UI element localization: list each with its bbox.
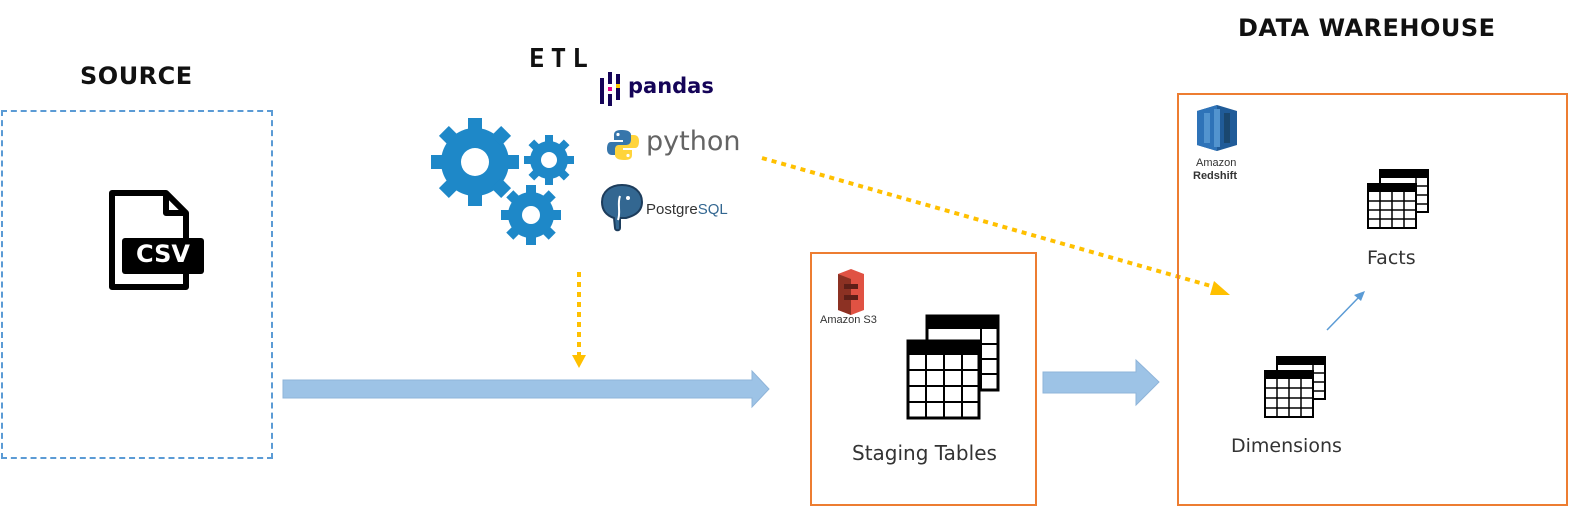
pandas-logo-icon — [600, 72, 620, 106]
warehouse-box — [1177, 93, 1568, 506]
facts-label: Facts — [1367, 247, 1416, 269]
staging-to-warehouse-arrow — [1042, 358, 1160, 407]
facts-table-icon — [1367, 169, 1429, 229]
python-label: python — [646, 126, 741, 157]
pandas-logo: pandas — [598, 72, 728, 108]
source-box — [1, 110, 273, 459]
python-logo-icon — [607, 130, 639, 160]
postgresql-logo: PostgreSQL — [598, 182, 748, 232]
postgresql-label-part1: Postgre — [646, 201, 698, 218]
postgresql-label-part2: SQL — [697, 201, 728, 218]
etl-heading: ETL — [529, 44, 594, 74]
csv-badge-text: CSV — [136, 240, 190, 268]
postgresql-elephant-icon — [600, 183, 644, 232]
dimensions-label: Dimensions — [1231, 435, 1342, 457]
staging-box — [810, 252, 1037, 506]
python-logo: python — [606, 126, 746, 164]
staging-tables-label: Staging Tables — [852, 441, 997, 465]
csv-file-icon: CSV — [108, 190, 208, 292]
source-to-staging-arrow — [282, 369, 770, 409]
gears-icon — [431, 118, 574, 245]
etl-down-arrowhead — [572, 355, 586, 368]
dimensions-table-icon — [1264, 356, 1326, 418]
source-heading: SOURCE — [80, 62, 193, 90]
pandas-label: pandas — [628, 74, 714, 98]
dimensions-to-facts-arrow — [1326, 295, 1361, 331]
staging-tables-icon — [906, 314, 1000, 420]
dimensions-to-facts-arrowhead — [1354, 291, 1365, 301]
amazon-s3-icon — [838, 269, 864, 315]
postgresql-label: PostgreSQL — [646, 201, 728, 218]
amazon-redshift-icon — [1197, 105, 1237, 151]
etl-to-warehouse-arrowhead — [1210, 281, 1230, 295]
warehouse-heading: DATA WAREHOUSE — [1238, 14, 1496, 42]
redshift-label-line2: Redshift — [1193, 170, 1237, 182]
redshift-label-line1: Amazon — [1196, 157, 1237, 169]
amazon-s3-label: Amazon S3 — [820, 314, 877, 326]
